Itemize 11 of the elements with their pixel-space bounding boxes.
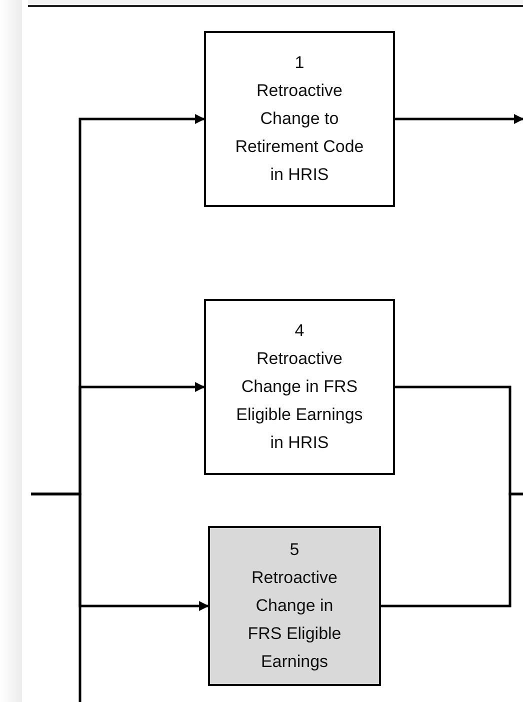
step-number: 5 xyxy=(290,539,300,561)
step-number: 1 xyxy=(294,52,304,74)
process-box xyxy=(208,526,381,686)
process-box xyxy=(204,31,395,207)
arrow xyxy=(395,114,523,124)
step-number: 4 xyxy=(294,320,304,342)
arrow xyxy=(31,492,209,611)
step-label: Retroactive Change in FRS Eligible Earnings xyxy=(246,567,342,673)
process-box xyxy=(204,299,395,475)
step-label: Retroactive Change in FRS Eligible Earnings in HRIS xyxy=(235,348,364,454)
step-label: Retroactive Change to Retirement Code in HRIS xyxy=(234,80,365,186)
